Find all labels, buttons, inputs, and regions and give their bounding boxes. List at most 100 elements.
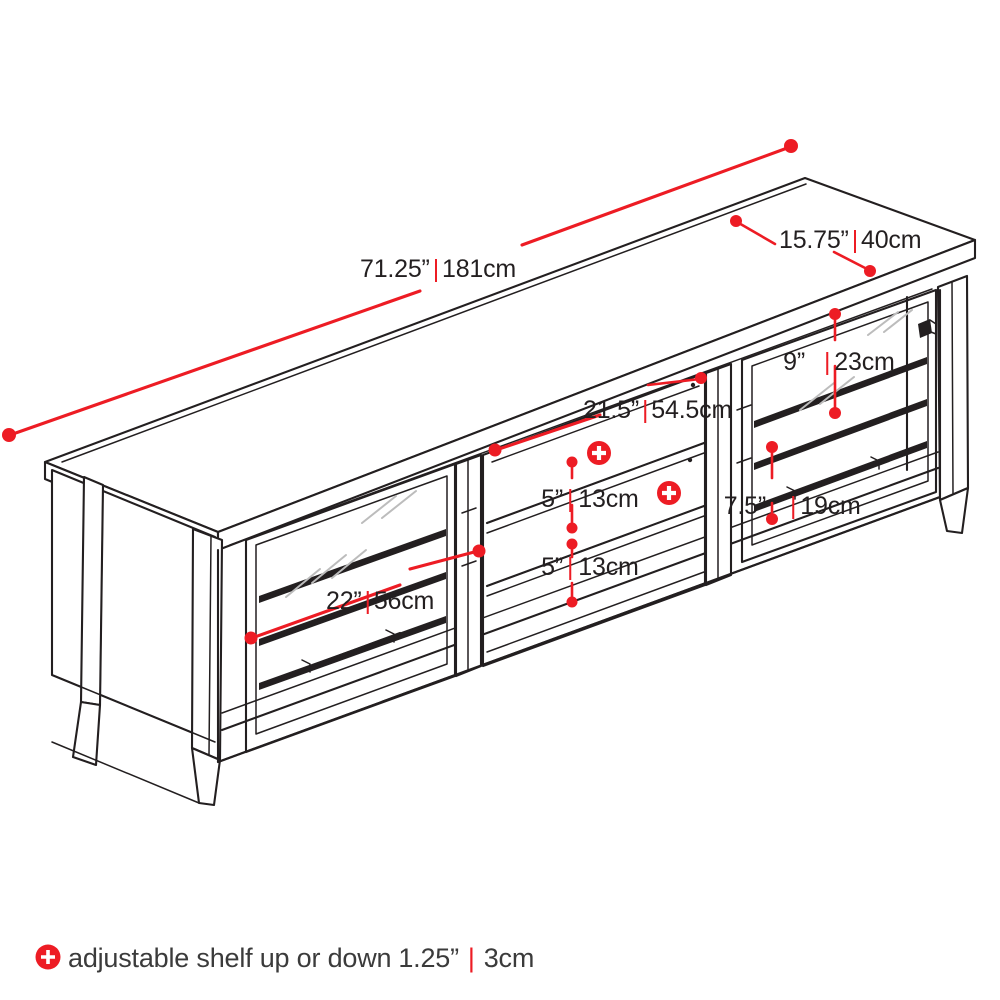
right-upper-height-label-metric: |23cm <box>824 348 895 376</box>
left-door-inner <box>255 475 448 735</box>
center-upper-dot-bottom <box>566 522 578 534</box>
adjustable-shelf-marker-lower[interactable] <box>657 481 681 505</box>
callout-overall-depth: 15.75”|40cm <box>730 215 922 277</box>
center-back-top <box>491 385 700 463</box>
leg-front-left-edge <box>208 535 212 756</box>
center-shelf-1-top <box>554 442 705 499</box>
left-hinge-upper <box>461 507 477 514</box>
callout-overall-width: 71.25”|181cm <box>2 139 798 442</box>
glass-label-mark <box>918 319 937 338</box>
right-door-inner <box>751 301 929 546</box>
center-lower-dot-top <box>566 538 578 550</box>
center-width-leader-left <box>494 413 602 452</box>
callout-center-upper-shelf: 5” |13cm <box>541 456 639 534</box>
right-glass-streak-1 <box>799 382 835 411</box>
left-door-band-2 <box>259 572 446 646</box>
left-glass-streak-3 <box>285 568 321 598</box>
left-handle-post-b <box>385 629 395 643</box>
overall-depth-leader-upper <box>735 220 777 246</box>
left-glass-streak-5 <box>381 490 417 519</box>
center-opening <box>481 371 707 668</box>
left-door-band-1 <box>259 529 446 603</box>
leg-front-right-edge <box>951 281 954 495</box>
overall-width-dot-left <box>2 428 16 442</box>
leg-back-left-edge <box>99 484 104 706</box>
left-door-leader-right <box>408 549 480 571</box>
left-handle-bar-2 <box>299 632 401 671</box>
callout-center-width: 21.5”|54.5cm <box>488 372 732 457</box>
center-width-dot-left <box>488 443 502 457</box>
leg-front-left-taper <box>190 746 222 807</box>
plus-glyph <box>592 446 606 460</box>
center-width-label: 21.5”|54.5cm <box>583 396 732 424</box>
left-glass-streak-4 <box>361 495 397 524</box>
right-lower-label-imperial: 7.5” <box>724 492 766 520</box>
shelf-peg-hole-1 <box>687 457 693 463</box>
base-floor-line-left <box>51 741 200 804</box>
left-door-dot-right <box>472 544 486 558</box>
plus-glyph <box>662 486 676 500</box>
right-lower-dot-bottom <box>766 513 778 525</box>
center-width-dot-right <box>695 372 707 384</box>
right-lower-label-metric: |19cm <box>790 492 861 520</box>
left-cabinet <box>244 462 477 754</box>
right-upper-dot-top <box>829 308 841 320</box>
callout-center-lower-shelf: 5” |13cm <box>541 538 639 608</box>
center-upper-label-metric: |13cm <box>567 485 639 513</box>
left-door-handle[interactable] <box>298 629 402 673</box>
overall-width-dot-right <box>784 139 798 153</box>
right-door-handle[interactable] <box>783 456 887 500</box>
shelf-peg-hole-2 <box>690 382 696 388</box>
left-door-width-label: 22”|56cm <box>326 587 434 615</box>
center-open-shelving <box>481 371 707 668</box>
right-handle-post-a <box>786 486 796 500</box>
overall-depth-label: 15.75”|40cm <box>779 226 921 254</box>
dimension-callouts: 71.25”|181cm 15.75”|40cm 9” <box>2 139 922 645</box>
front-bottom-rail <box>220 466 940 732</box>
front-bottom-rail-inner <box>221 451 939 714</box>
right-upper-height-label-imperial: 9” <box>783 348 805 376</box>
overall-depth-leader-lower <box>832 250 871 272</box>
footnote-plus-icon <box>35 944 61 970</box>
furniture-illustration <box>43 176 977 807</box>
left-door-dot-left <box>244 631 258 645</box>
right-handle-bar <box>783 458 887 499</box>
center-bottom-edge <box>486 571 705 653</box>
right-door-band-1 <box>754 357 927 428</box>
right-glass-streak-3 <box>867 311 899 336</box>
adjustable-shelf-marker-upper[interactable] <box>587 441 611 465</box>
center-upper-label-imperial: 5” <box>541 485 563 513</box>
plus-glyph <box>41 950 55 964</box>
leg-back-left <box>79 475 105 707</box>
left-handle-post-a <box>301 659 311 673</box>
center-shelf-2-side <box>486 560 556 587</box>
plinth-left-return <box>51 674 216 743</box>
base-plinth <box>51 495 942 804</box>
overall-width-leader-upper <box>520 145 792 247</box>
left-glass-streak-1 <box>311 554 347 584</box>
leg-front-right-taper <box>938 486 970 535</box>
right-hinge-lower <box>736 457 752 464</box>
legs-group <box>71 274 970 807</box>
overall-depth-dot-lower <box>864 265 876 277</box>
leg-back-left-taper <box>71 700 102 767</box>
center-shelf-2-front-2 <box>486 515 705 597</box>
center-lower-label-metric: |13cm <box>567 553 639 581</box>
plinth-bottom-front <box>216 495 942 764</box>
right-door-band-2 <box>754 399 927 470</box>
center-lower-label-imperial: 5” <box>541 553 563 581</box>
left-door-leader-left <box>250 583 402 640</box>
right-handle-post-b <box>870 456 880 470</box>
center-lower-dot-bottom <box>566 596 578 608</box>
callout-right-lower-height: 7.5” |19cm <box>724 441 861 525</box>
left-hinge-lower <box>461 560 477 567</box>
center-shelf-2-top <box>554 505 705 562</box>
right-glass-streak-4 <box>883 309 913 333</box>
left-door-band-3 <box>259 616 446 690</box>
right-door-frame <box>740 288 938 564</box>
left-glass-streak-2 <box>331 549 367 579</box>
